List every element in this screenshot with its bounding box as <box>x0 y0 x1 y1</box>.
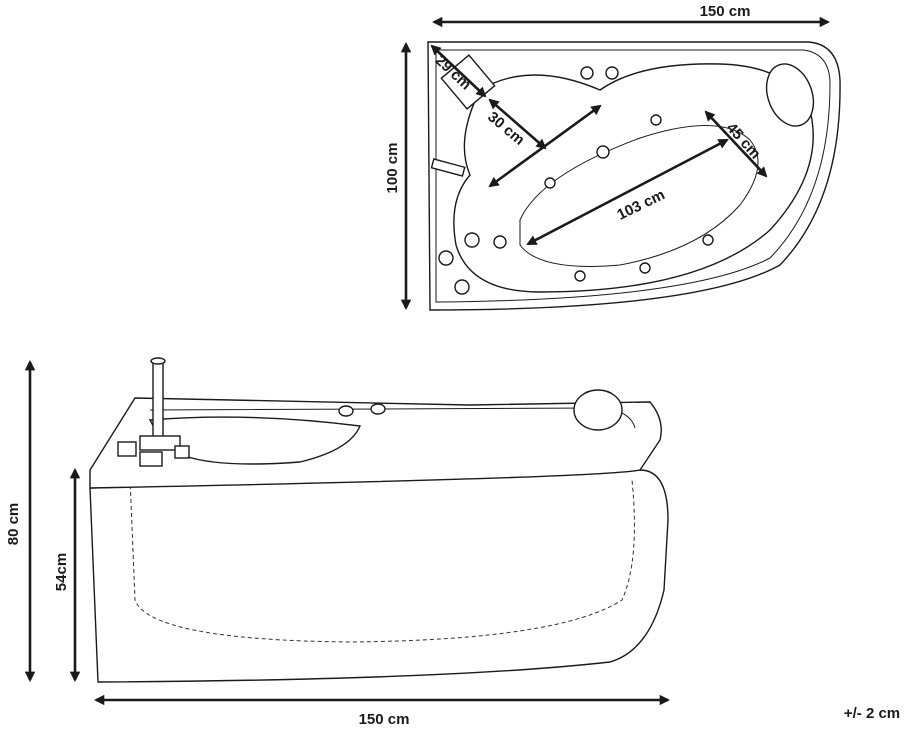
side-view-tap-1 <box>117 441 137 457</box>
top-view-headrest <box>765 63 815 127</box>
tolerance-label: +/- 2 cm <box>844 705 900 722</box>
top-view-drain <box>454 279 470 295</box>
side-view-faucet-pipe <box>152 359 164 441</box>
side-view-faucet-base <box>139 435 181 451</box>
side-view-apron <box>89 469 669 683</box>
top-depth-label: 100 cm <box>384 143 401 194</box>
side-view-apron-dashed <box>129 477 635 643</box>
side-view-knob-2 <box>370 403 386 415</box>
side-view-headrest <box>573 389 623 431</box>
top-width-label: 150 cm <box>700 3 751 20</box>
side-view-tap-2 <box>139 451 163 467</box>
side-height-label: 80 cm <box>5 503 22 546</box>
top-view-faucet <box>430 158 466 177</box>
top-view: 150 cm 100 cm 29 cm 30 cm 103 cm 45 cm <box>384 3 841 311</box>
side-view-tap-3 <box>174 445 190 459</box>
top-length-arrow-inner <box>526 138 729 246</box>
top-inner-width-arrow <box>704 110 768 178</box>
side-inner-height-label: 54cm <box>53 553 70 591</box>
side-width-label: 150 cm <box>359 711 410 728</box>
side-view-deck <box>89 397 662 489</box>
top-view-jets <box>464 66 714 282</box>
top-view-inner-rim <box>435 49 831 303</box>
side-view: 80 cm 54cm 150 cm <box>5 357 671 728</box>
top-view-basin <box>453 63 814 293</box>
side-view-knob-1 <box>338 405 354 417</box>
side-view-faucet-top <box>150 357 166 365</box>
top-view-valve <box>438 250 454 266</box>
top-corner-arrow <box>430 44 487 98</box>
